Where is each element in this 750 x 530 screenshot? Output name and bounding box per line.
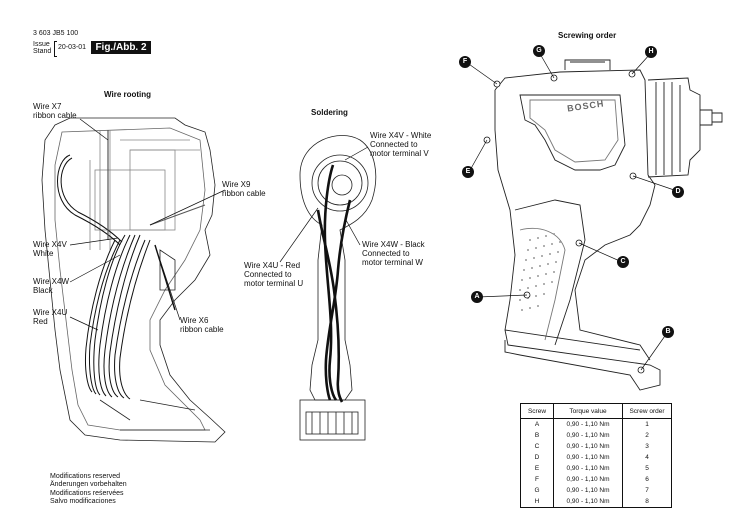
cell-order: 8 <box>645 498 649 505</box>
cell-order: 1 <box>645 421 649 428</box>
issue-bracket <box>54 41 57 57</box>
label-sold-x4v: Wire X4V - White Connected to motor term… <box>370 131 432 158</box>
modifications-line: Modifications reserved <box>50 473 121 480</box>
cell-torque: 0,90 - 1,10 Nm <box>553 496 623 508</box>
label-wire-x7: Wire X7 ribbon cable <box>33 102 77 120</box>
screw-marker-e: E <box>462 166 474 178</box>
cell-order: 4 <box>645 454 649 461</box>
screw-marker-h: H <box>645 46 657 58</box>
issue-date: 20-03-01 <box>58 44 87 51</box>
modifications-line: Änderungen vorbehalten <box>50 481 127 489</box>
cell-screw: F <box>520 474 554 485</box>
screwing-order-title: Screwing order <box>558 31 617 40</box>
wire-routing-title: Wire rooting <box>104 90 152 99</box>
screw-marker-a: A <box>471 291 483 303</box>
header-order: Screw order <box>622 403 672 419</box>
cell-screw: D <box>520 452 554 463</box>
cell-screw: G <box>520 485 554 496</box>
grip-texture <box>519 233 561 311</box>
modifications-line: Salvo modificaciones <box>50 497 116 505</box>
screw-leaders <box>465 51 678 371</box>
label-wire-x6: Wire X6 ribbon cable <box>180 316 224 334</box>
cell-torque: 0,90 - 1,10 Nm <box>553 418 623 430</box>
cell-torque: 0,90 - 1,10 Nm <box>553 485 623 496</box>
soldering-wires <box>316 164 352 403</box>
cell-order: 5 <box>645 465 649 472</box>
wire-bundle <box>57 130 206 400</box>
label-sold-x4w: Wire X4W - Black Connected to motor term… <box>362 240 425 267</box>
header-screw: Screw <box>520 403 554 419</box>
cell-torque: 0,90 - 1,10 Nm <box>553 452 623 463</box>
cell-torque: 0,90 - 1,10 Nm <box>553 474 623 485</box>
figure-label: Fig./Abb. 2 <box>91 41 151 54</box>
cell-screw: B <box>520 430 554 441</box>
screw-marker-c: C <box>617 256 629 268</box>
modifications-line: Modifications reśervées <box>50 489 124 497</box>
screw-marker-g: G <box>533 45 545 57</box>
table-header-row: Screw Torque value Screw order <box>520 403 672 419</box>
label-wire-x4w: Wire X4W Black <box>33 277 69 295</box>
screw-holes <box>483 70 645 374</box>
soldering-title: Soldering <box>311 108 348 117</box>
cell-order: 2 <box>645 432 649 439</box>
cell-screw: H <box>520 496 554 508</box>
soldering-leaders <box>279 146 369 263</box>
issue-label: Issue <box>33 41 50 48</box>
wire-routing-diagram <box>41 117 226 443</box>
cell-screw: C <box>520 441 554 452</box>
screw-marker-b: B <box>662 326 674 338</box>
cell-order: 7 <box>645 487 649 494</box>
doc-number: 3 603 JB5 100 <box>33 30 79 37</box>
cell-screw: E <box>520 463 554 474</box>
screw-marker-d: D <box>672 186 684 198</box>
label-wire-x4u: Wire X4U Red <box>33 308 68 326</box>
cell-torque: 0,90 - 1,10 Nm <box>553 430 623 441</box>
cell-screw: A <box>520 418 554 430</box>
label-sold-x4u: Wire X4U - Red Connected to motor termin… <box>244 261 304 288</box>
wire-leaders <box>69 118 226 331</box>
cell-torque: 0,90 - 1,10 Nm <box>553 441 623 452</box>
screwing-tool-drawing <box>494 59 723 391</box>
modifications-note: Modifications reserved Änderungen vorbeh… <box>50 473 127 506</box>
screw-marker-f: F <box>459 56 471 68</box>
label-wire-x9: Wire X9 ribbon cable <box>222 180 266 198</box>
label-wire-x4v: Wire X4V White <box>33 240 67 258</box>
stand-label: Stand <box>33 48 52 55</box>
cell-torque: 0,90 - 1,10 Nm <box>553 463 623 474</box>
header-torque: Torque value <box>553 403 623 419</box>
cell-order: 3 <box>645 443 649 450</box>
cell-order: 6 <box>645 476 649 483</box>
